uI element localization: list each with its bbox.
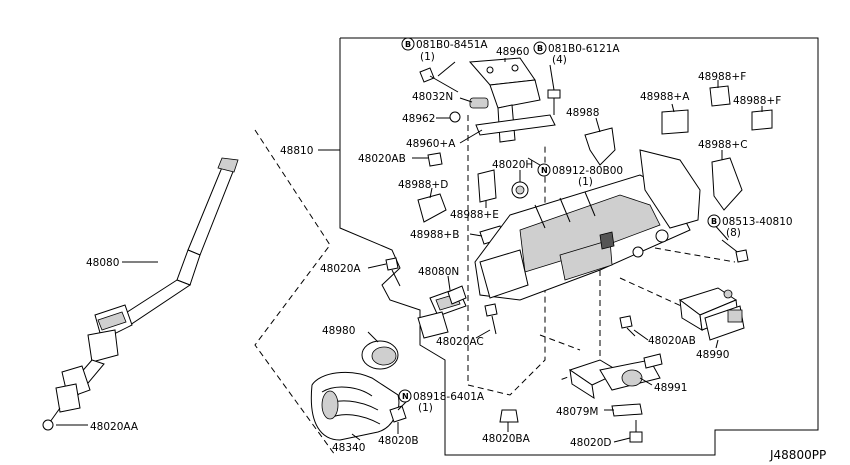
bracket-48988-D xyxy=(417,193,447,223)
bolt-symbol-icon-2: B xyxy=(537,44,543,53)
bolt-48020AC xyxy=(484,303,498,335)
label-48080: 48080 xyxy=(86,257,119,269)
label-48988-B: 48988+B xyxy=(410,229,459,241)
label-bolt-08513-40810: 08513-40810 xyxy=(722,216,793,228)
label-48980: 48980 xyxy=(322,325,355,337)
label-48988-E: 48988+E xyxy=(450,209,499,221)
label-nut-08918-6401A: 08918-6401A xyxy=(413,391,485,403)
label-48032N: 48032N xyxy=(412,91,453,103)
label-48988-F-1: 48988+F xyxy=(698,71,746,83)
label-48988-C: 48988+C xyxy=(698,139,748,151)
label-48988: 48988 xyxy=(566,107,599,119)
label-nut-08912-80B00: 08912-80B00 xyxy=(552,165,623,177)
steering-shaft-48080 xyxy=(42,157,239,431)
label-48080N: 48080N xyxy=(418,266,459,278)
bolt-48020AB-mid xyxy=(619,315,636,337)
label-48988-A: 48988+A xyxy=(640,91,690,103)
sensor-48991 xyxy=(568,353,663,400)
steering-column-body xyxy=(474,149,701,301)
label-bolt-081B0-8451A-qty: (1) xyxy=(420,51,435,63)
label-48020BA: 48020BA xyxy=(482,433,531,445)
clip-48079M xyxy=(611,403,643,417)
joint-48080N xyxy=(417,285,467,339)
clip-48020H xyxy=(511,181,529,199)
bracket-48988-C xyxy=(711,157,743,211)
boot-48340 xyxy=(310,371,400,441)
label-48990: 48990 xyxy=(696,349,729,361)
label-48020B: 48020B xyxy=(378,435,419,447)
bolt-08513-40810 xyxy=(721,239,749,263)
label-48988-F-2: 48988+F xyxy=(733,95,781,107)
bracket-48988-F-2 xyxy=(751,109,773,131)
label-bolt-081B0-6121A-qty: (4) xyxy=(552,54,567,66)
label-48020H: 48020H xyxy=(492,159,533,171)
bracket-48988-F-1 xyxy=(709,85,731,107)
nut-48020BA xyxy=(499,409,519,423)
label-48020A: 48020A xyxy=(320,263,361,275)
label-48962: 48962 xyxy=(402,113,435,125)
label-bolt-081B0-6121A: 081B0-6121A xyxy=(548,43,620,55)
label-48020AB-mid: 48020AB xyxy=(648,335,696,347)
bolt-48020D xyxy=(629,420,643,443)
nut-symbol-icon: N xyxy=(541,166,548,175)
label-48810: 48810 xyxy=(280,145,313,157)
label-48991: 48991 xyxy=(654,382,687,394)
label-48960A: 48960+A xyxy=(406,138,456,150)
label-48020AB-top: 48020AB xyxy=(358,153,406,165)
bolt-symbol-icon: B xyxy=(405,40,411,49)
label-48020AC: 48020AC xyxy=(436,336,484,348)
column-assembly-outline xyxy=(339,37,819,456)
bolt-48020A xyxy=(385,257,401,287)
label-48960: 48960 xyxy=(496,46,529,58)
bracket-48988-A xyxy=(661,109,689,135)
clip-48020B xyxy=(389,405,407,423)
bolt-081B0-6121A xyxy=(547,89,561,115)
leader-lines xyxy=(56,58,763,443)
label-48988-D: 48988+D xyxy=(398,179,448,191)
label-bolt-08513-40810-qty: (8) xyxy=(726,227,741,239)
ring-48980 xyxy=(361,340,399,370)
nut-48020AB-top xyxy=(427,152,443,167)
part-labels: 48810 48080 48020AA B 081B0-8451A (1) 48… xyxy=(86,37,826,462)
label-48340: 48340 xyxy=(332,442,365,454)
bolt-symbol-icon-3: B xyxy=(711,217,717,226)
bracket-48960 xyxy=(468,57,556,143)
label-nut-08912-80B00-qty: (1) xyxy=(578,176,593,188)
label-bolt-081B0-8451A: 081B0-8451A xyxy=(416,39,488,51)
bracket-48988 xyxy=(584,127,616,166)
bolt-081B0-8451A xyxy=(419,67,459,93)
switch-48990 xyxy=(678,287,745,341)
nut-symbol-icon-2: N xyxy=(402,392,409,401)
diagram-id: J48800PP xyxy=(769,448,826,462)
part-48962 xyxy=(449,111,461,123)
bracket-48988-E xyxy=(477,169,497,203)
label-48079M: 48079M xyxy=(556,406,598,418)
label-48020AA: 48020AA xyxy=(90,421,139,433)
label-nut-08918-6401A-qty: (1) xyxy=(418,402,433,414)
part-48032N xyxy=(469,97,489,109)
label-48020D: 48020D xyxy=(570,437,612,449)
